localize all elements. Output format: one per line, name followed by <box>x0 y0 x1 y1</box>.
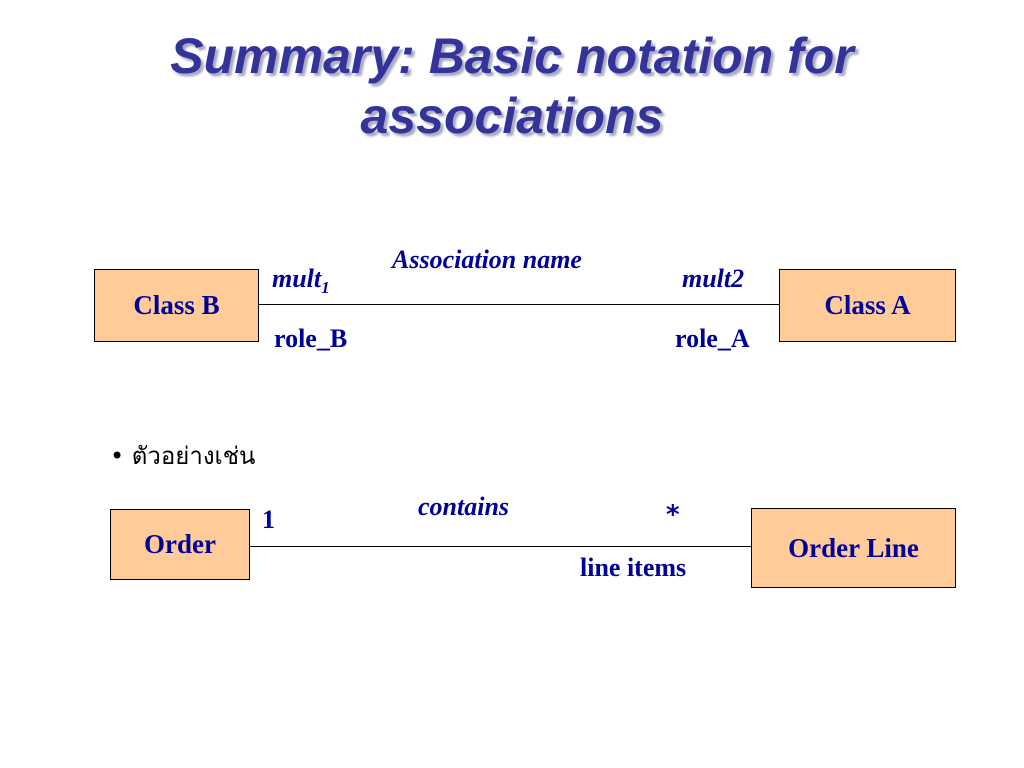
bullet-marker: • <box>110 442 125 470</box>
mult-left-label: mult1 <box>272 264 330 297</box>
role-left-label: role_B <box>274 324 348 353</box>
role-right-label: role_A <box>675 324 750 353</box>
class-a-label: Class A <box>824 290 911 320</box>
class-b-label: Class B <box>133 290 220 320</box>
slide-title: Summary: Basic notation for associations <box>170 28 854 144</box>
bullet-text: ตัวอย่างเช่น <box>131 442 256 470</box>
class-a-box: Class A <box>779 269 956 342</box>
class-b-box: Class B <box>94 269 259 342</box>
mult-left-base: mult <box>272 264 322 293</box>
association-name-label: Association name <box>392 245 582 274</box>
mult-right-label: mult2 <box>682 264 745 293</box>
mult-left-subscript: 1 <box>321 278 330 297</box>
association-line-2 <box>250 546 751 547</box>
mult-many-label: * <box>666 500 680 530</box>
order-label: Order <box>144 529 216 559</box>
order-box: Order <box>110 509 250 580</box>
order-line-box: Order Line <box>751 508 956 588</box>
contains-label: contains <box>418 492 510 521</box>
order-line-label: Order Line <box>788 532 919 563</box>
example-bullet: • ตัวอย่างเช่น <box>110 436 255 475</box>
line-items-label: line items <box>580 553 687 582</box>
mult-one-label: 1 <box>262 505 275 534</box>
association-line-1 <box>259 304 779 305</box>
